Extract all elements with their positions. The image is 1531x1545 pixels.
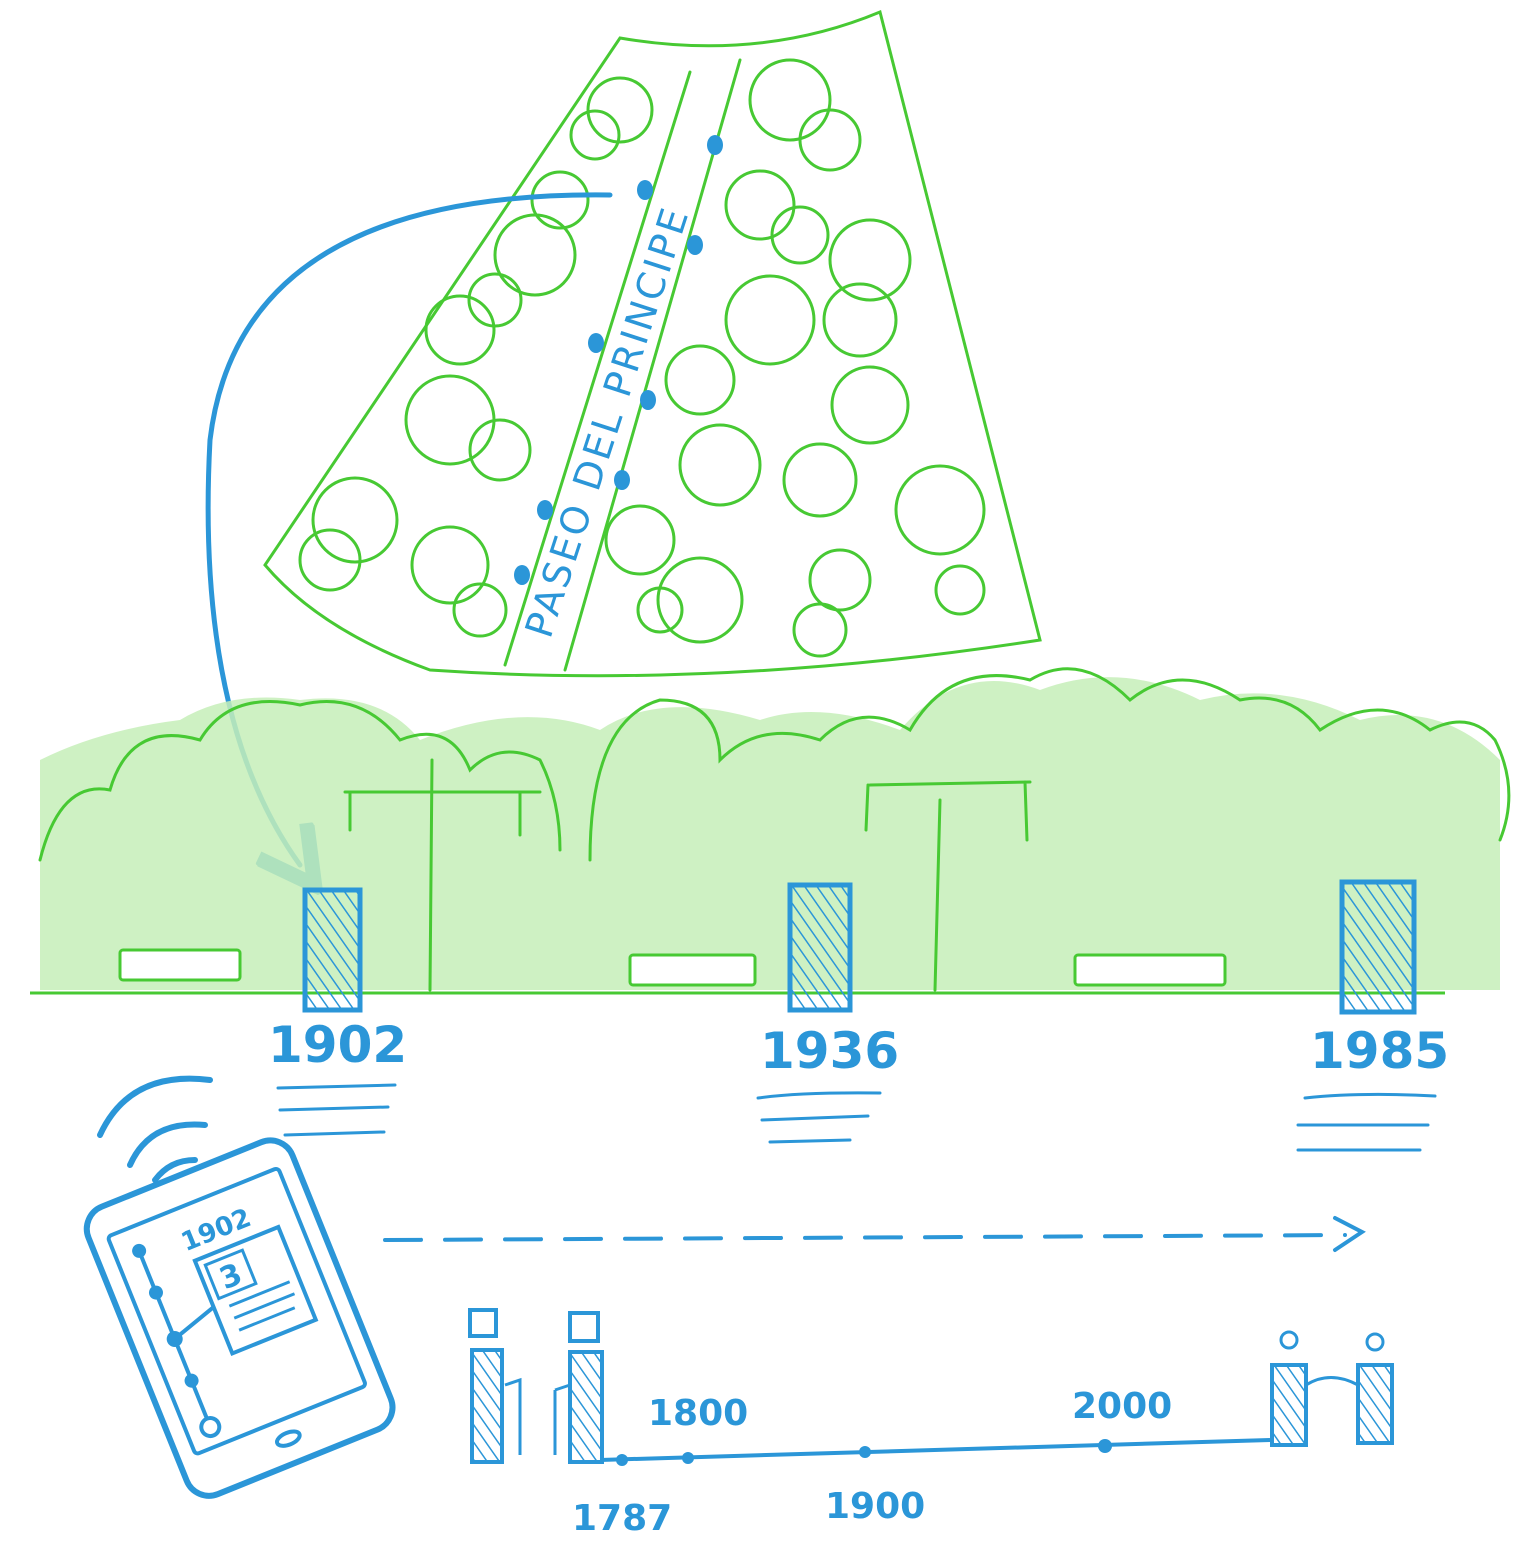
marker-1985 (1342, 882, 1414, 1012)
marker-1902 (305, 890, 360, 1010)
phone: 1902 3 (80, 1133, 400, 1503)
map-path-left (505, 72, 690, 665)
timeline-label: 1900 (825, 1486, 925, 1527)
timeline-dots (616, 1439, 1112, 1466)
caption-scribbles (278, 1085, 1435, 1150)
tree-line (40, 669, 1509, 990)
marker-post (1342, 882, 1414, 1012)
marker-year-label: 1936 (760, 1022, 899, 1080)
marker-year-label: 1902 (268, 1016, 407, 1074)
timeline-label: 1800 (648, 1393, 748, 1434)
dashed-arrow (385, 1235, 1345, 1240)
signal-icon (100, 1079, 210, 1180)
marker-post (790, 885, 850, 1010)
timeline-line (600, 1440, 1270, 1460)
timeline-label: 1787 (572, 1498, 672, 1539)
green-wash (40, 677, 1500, 990)
bottom-timeline: 1800 2000 1787 1900 (470, 1310, 1392, 1539)
timeline-label: 2000 (1072, 1386, 1172, 1427)
marker-post (305, 890, 360, 1010)
dashed-arrow-head (1335, 1218, 1362, 1250)
street-name-label: PASEO DEL PRINCIPE (517, 200, 698, 642)
marker-year-label: 1985 (1310, 1022, 1449, 1080)
marker-1936 (790, 885, 850, 1010)
